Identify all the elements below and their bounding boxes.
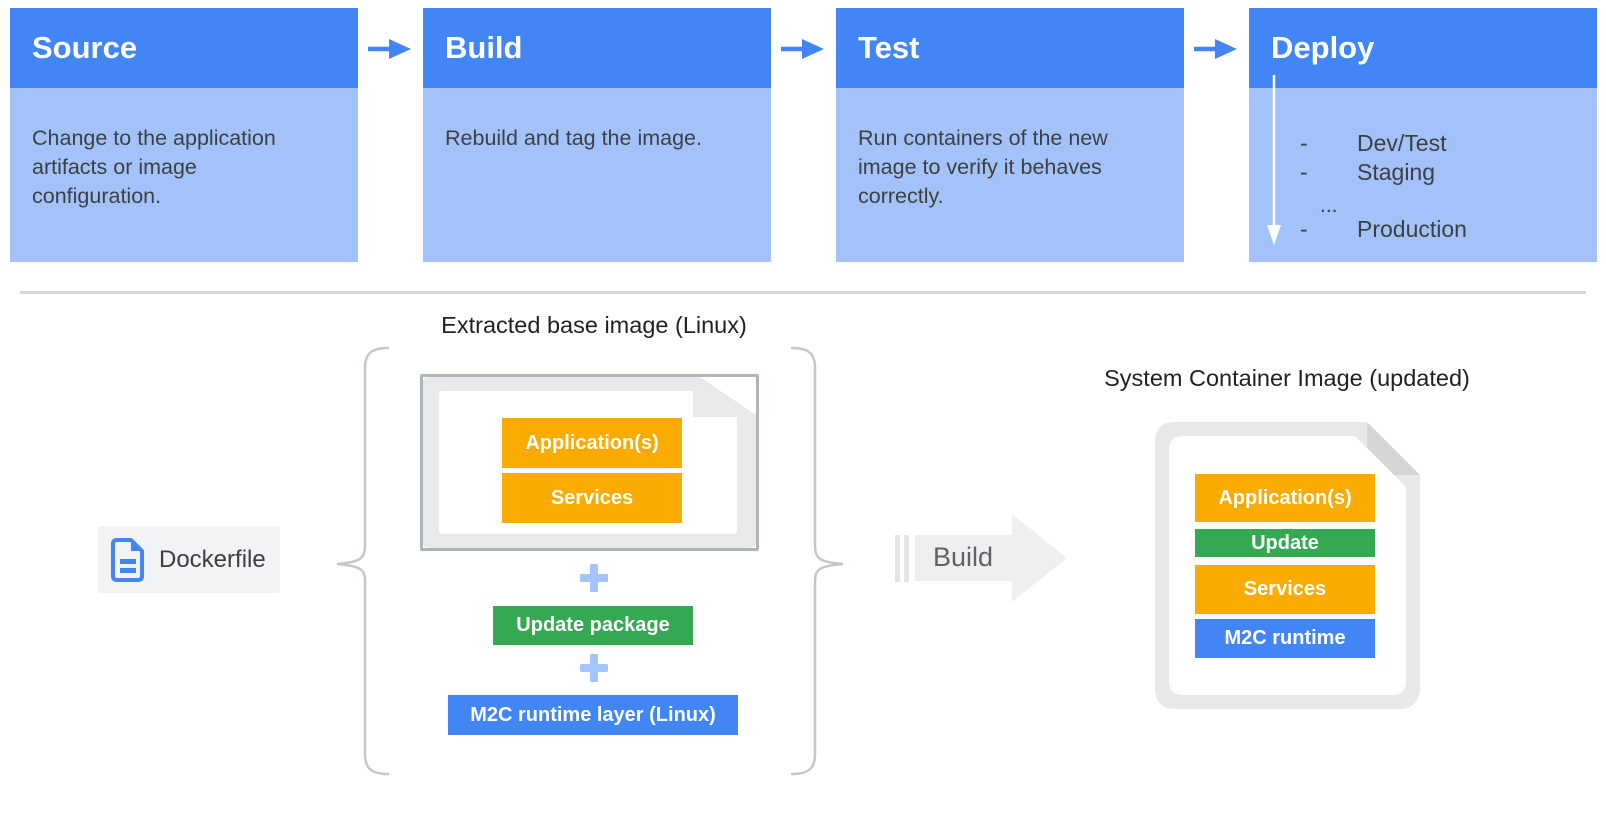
deploy-item-label: ... [1320,194,1338,217]
deploy-item-bullet: - [1300,216,1308,242]
stage-source-title: Source [10,8,358,88]
deploy-progression-arrow-icon [1267,75,1281,245]
result-layer-update: Update [1195,529,1375,557]
result-layer-m2c-runtime: M2C runtime [1195,619,1375,658]
stage-build-title: Build [423,8,771,88]
base-layer-services: Services [502,473,682,523]
deploy-item-bullet: - [1300,159,1308,185]
dockerfile-document-icon [111,537,144,582]
deploy-item-label: Production [1357,216,1467,242]
arrow-build-to-test-icon [781,39,824,59]
arrow-source-to-build-icon [368,39,411,59]
stage-test-title: Test [836,8,1184,88]
deploy-item-production: - Production [1300,215,1467,243]
deploy-item-label: Staging [1357,159,1436,185]
stage-test-description: Run containers of the new image to verif… [858,126,1108,208]
m2c-runtime-layer-box: M2C runtime layer (Linux) [448,695,738,735]
dockerfile-chip: Dockerfile [98,526,280,593]
build-arrow-icon [895,514,1067,602]
deploy-item-dev-test: - Dev/Test [1300,129,1446,157]
stage-test: Test Run containers of the new image to … [836,8,1184,262]
extracted-base-image-title: Extracted base image (Linux) [441,312,747,338]
deploy-item-label: Dev/Test [1357,130,1447,156]
stage-build-description: Rebuild and tag the image. [445,126,702,150]
plus-icon [580,564,608,592]
build-arrow-label: Build [932,542,994,572]
update-package-box: Update package [493,606,693,645]
result-layer-applications: Application(s) [1195,474,1375,522]
stage-deploy: Deploy [1249,8,1597,262]
deploy-item-ellipsis: ... [1320,192,1338,220]
base-layer-applications: Application(s) [502,418,682,468]
plus-icon [580,654,608,682]
stage-build: Build Rebuild and tag the image. [423,8,771,262]
stage-source: Source Change to the application artifac… [10,8,358,262]
stage-deploy-title: Deploy [1249,8,1597,88]
arrow-test-to-deploy-icon [1194,39,1237,59]
right-brace-icon [790,346,844,776]
left-brace-icon [336,346,390,776]
deploy-item-staging: - Staging [1300,158,1435,186]
deploy-item-bullet: - [1300,130,1308,156]
result-layer-services: Services [1195,565,1375,614]
stage-source-description: Change to the application artifacts or i… [32,126,276,208]
section-divider [20,291,1586,294]
dockerfile-label: Dockerfile [159,545,266,573]
system-container-image-title: System Container Image (updated) [1104,365,1470,391]
